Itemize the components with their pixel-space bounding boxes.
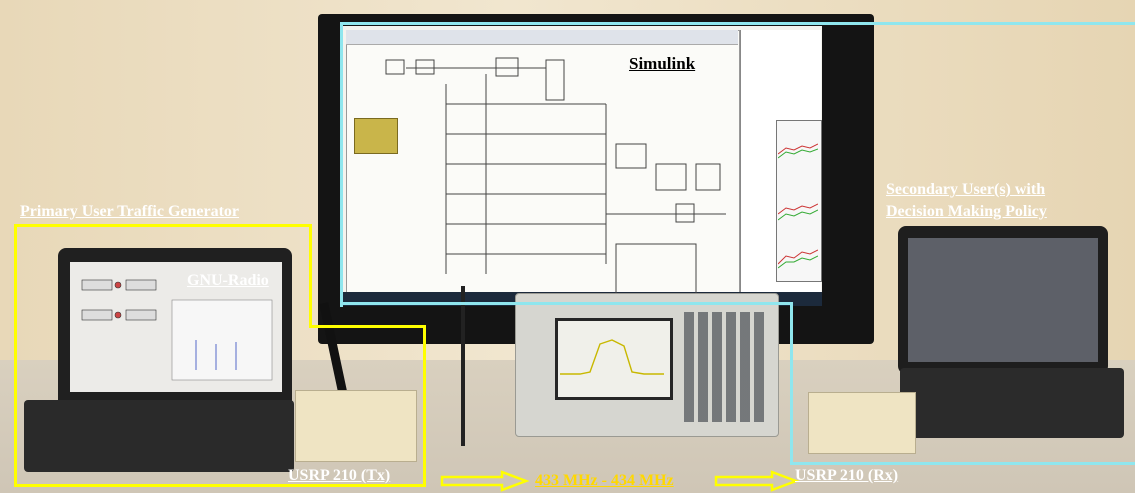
primary-box-left <box>14 224 17 487</box>
simulink-region-box <box>340 22 1135 307</box>
right-laptop-display <box>908 238 1098 362</box>
right-laptop-keyboard <box>900 368 1124 438</box>
simulink-label: Simulink <box>629 54 696 73</box>
primary-box-bottom <box>14 484 426 487</box>
secondary-user-label-line1: Secondary User(s) with <box>886 181 1046 198</box>
gnu-radio-label: GNU-Radio <box>187 272 269 289</box>
gnu-radio-flowgraph <box>81 279 273 381</box>
spectrum-trace <box>560 339 664 375</box>
simulink-model-window <box>346 30 740 306</box>
whip-antenna <box>461 286 465 446</box>
secondary-user-label-line2: Decision Making Policy <box>886 203 1047 220</box>
primary-box-step <box>309 325 426 328</box>
usrp-tx-label: USRP 210 (Tx) <box>288 467 391 484</box>
spectrum-analyzer-screen <box>555 318 673 400</box>
scope-traces <box>778 143 818 269</box>
simulink-box-drop <box>790 302 793 465</box>
simulink-box-bottom <box>790 462 1135 465</box>
frequency-band-label: 433 MHz - 434 MHz <box>535 472 674 489</box>
primary-box-top <box>14 224 312 227</box>
simulink-toolbar <box>346 30 738 45</box>
left-laptop-keyboard <box>24 400 294 472</box>
arrow-right-2 <box>714 470 800 492</box>
primary-user-label: Primary User Traffic Generator <box>20 203 240 220</box>
primary-box-right-lower <box>423 325 426 487</box>
usrp-rx-device <box>808 392 916 454</box>
arrow-right-1 <box>440 470 530 492</box>
primary-box-right-upper <box>309 224 312 328</box>
simulink-box-step <box>340 302 792 305</box>
usrp-rx-label: USRP 210 (Rx) <box>795 467 899 484</box>
spectrum-analyzer-keypad <box>684 312 768 422</box>
simulink-block-diagram <box>385 57 726 295</box>
simulink-yellow-block <box>354 118 398 154</box>
usrp-tx-device <box>295 390 417 462</box>
